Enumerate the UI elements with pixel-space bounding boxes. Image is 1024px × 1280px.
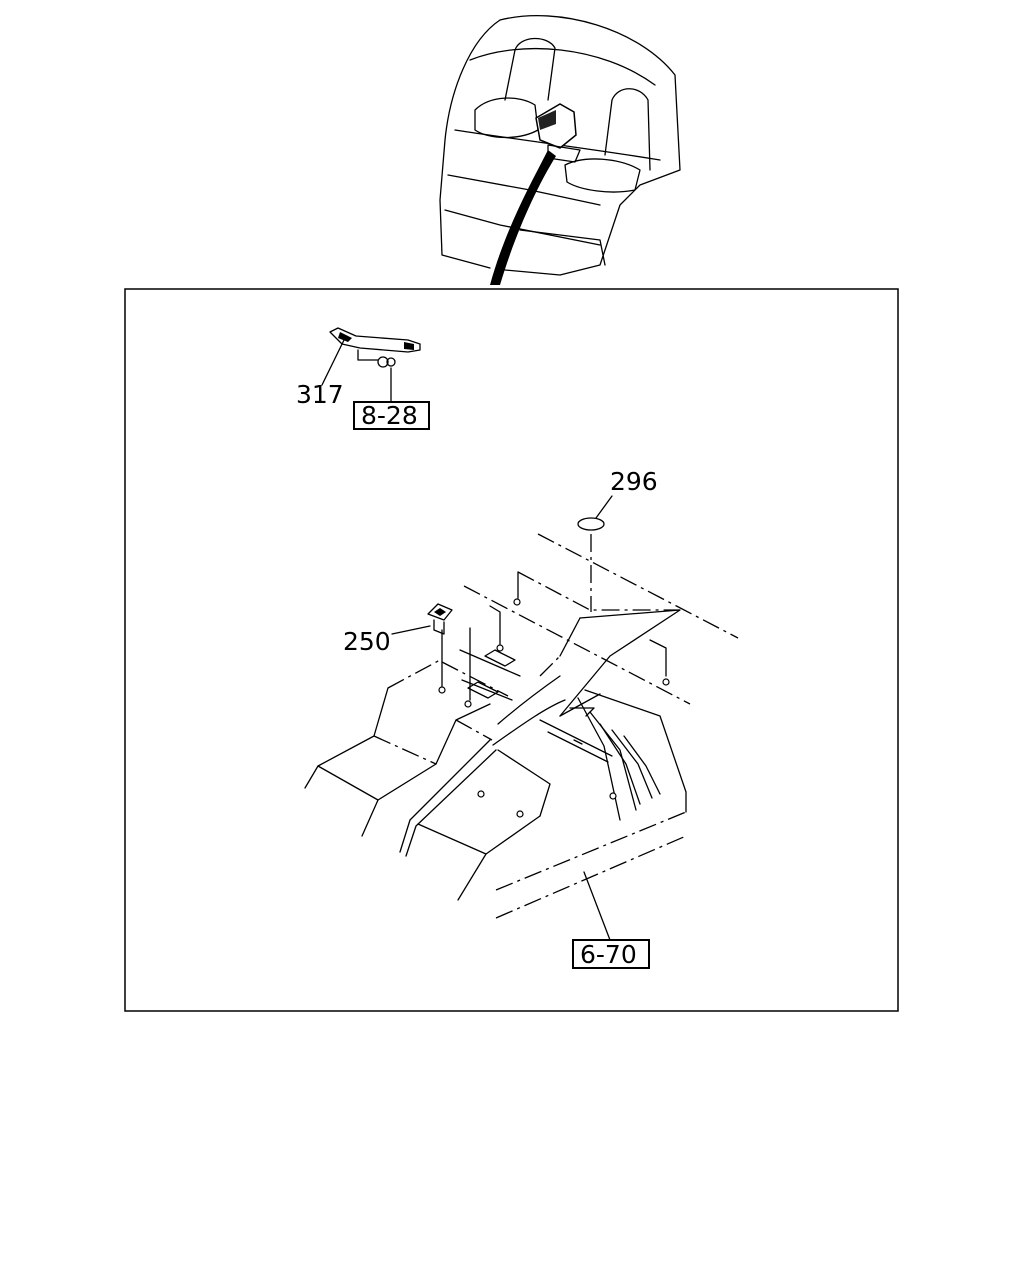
leader-296 <box>595 495 613 519</box>
cab-overview-illustration <box>439 14 681 285</box>
leader-6-70 <box>583 871 611 941</box>
ref-box-8-28 <box>353 401 430 430</box>
cap-part-296 <box>577 517 605 531</box>
bracket-part-317 <box>329 327 421 368</box>
callout-317: 317 <box>296 380 344 409</box>
leader-317 <box>321 339 345 386</box>
ref-box-6-70 <box>572 939 650 969</box>
callout-296: 296 <box>610 467 658 496</box>
callout-250: 250 <box>343 627 391 656</box>
floor-panel-assembly <box>304 533 739 919</box>
detail-frame <box>124 288 899 1012</box>
leader-250 <box>391 625 431 635</box>
ref-label-6-70: 6-70 <box>580 940 637 969</box>
clip-part-250 <box>427 603 453 635</box>
ref-label-8-28: 8-28 <box>361 401 418 430</box>
